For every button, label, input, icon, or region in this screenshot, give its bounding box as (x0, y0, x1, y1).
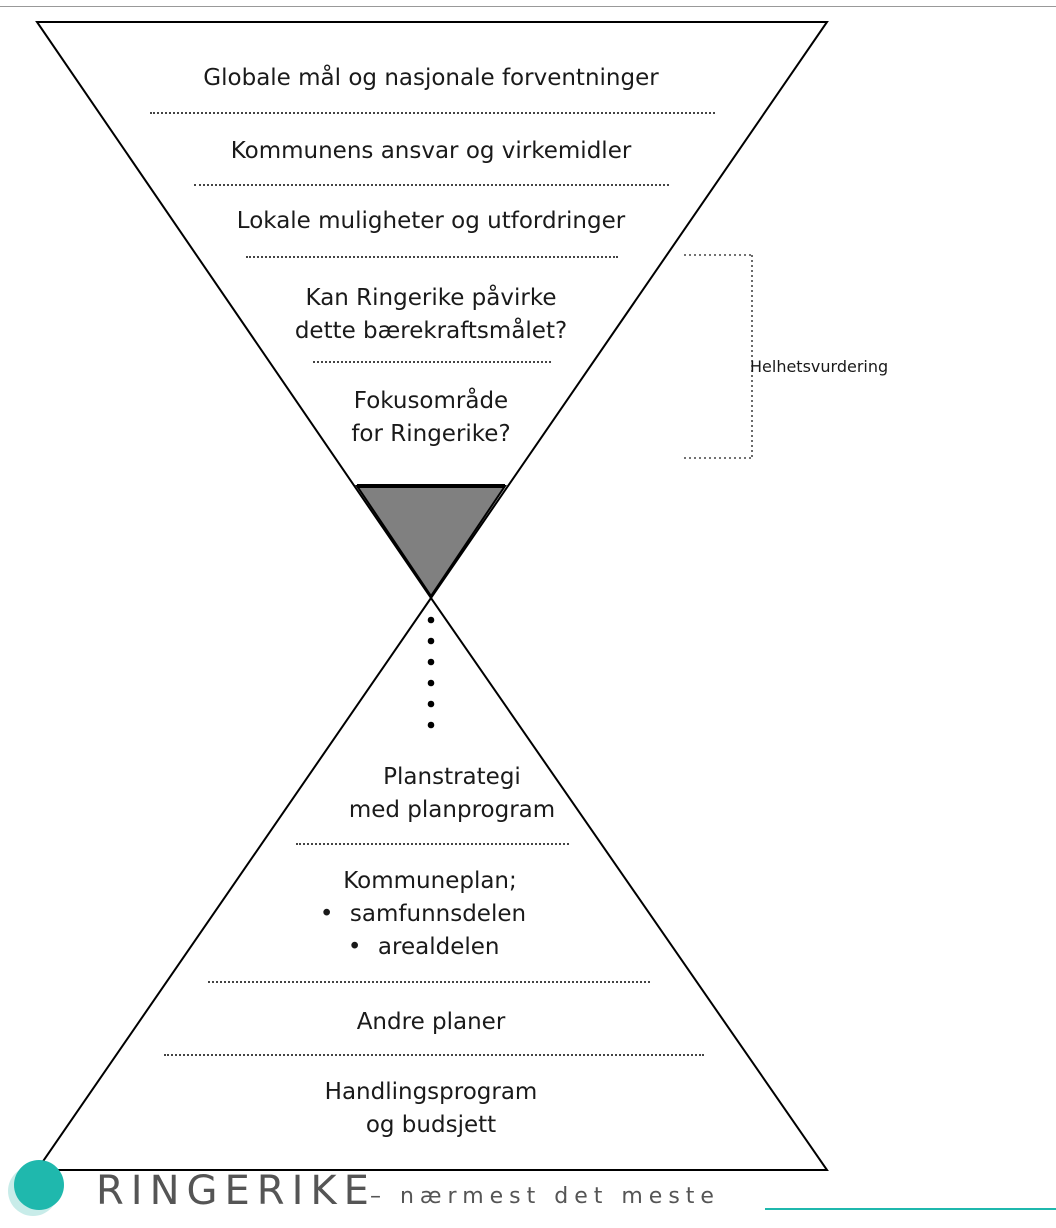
divider (313, 361, 551, 363)
vertical-dot-connector (427, 616, 435, 729)
bullet-arealdelen: arealdelen (348, 931, 526, 964)
connector-dot (427, 616, 435, 624)
ringerike-logo-icon (14, 1160, 64, 1210)
divider (246, 256, 618, 258)
connector-dot (427, 679, 435, 687)
divider (208, 981, 650, 983)
top-level-5: Fokusområde for Ringerike? (351, 388, 511, 447)
bottom-level-1: Planstrategi med planprogram (348, 764, 556, 823)
top-funnel-outline (35, 21, 829, 600)
connector-dot (427, 658, 435, 666)
logo-tagline: – nærmest det meste (370, 1184, 720, 1209)
top-level-3: Lokale muligheter og utfordringer (236, 208, 626, 234)
bracket-label: Helhetsvurdering (750, 357, 889, 376)
divider (164, 1054, 704, 1056)
connector-dot (427, 721, 435, 729)
bullet-samfunnsdelen: samfunnsdelen (320, 898, 526, 931)
divider (194, 184, 669, 186)
divider (150, 112, 715, 114)
helhetsvurdering-bracket (684, 254, 753, 459)
top-level-4: Kan Ringerike påvirke dette bærekraftsmå… (294, 285, 568, 344)
logo-name: RINGERIKE (96, 1168, 376, 1214)
bottom-level-3: Andre planer (356, 1009, 506, 1035)
divider (296, 843, 569, 845)
kommuneplan-bullets: samfunnsdelen arealdelen (334, 898, 526, 964)
top-level-2: Kommunens ansvar og virkemidler (230, 138, 632, 164)
connector-dot (427, 637, 435, 645)
bottom-pyramid-outline (35, 596, 829, 1171)
bottom-level-2: Kommuneplan; samfunnsdelen arealdelen (334, 865, 526, 964)
footer-accent-rule (765, 1208, 1056, 1210)
connector-dot (427, 700, 435, 708)
top-rule (0, 6, 1056, 7)
kommuneplan-title: Kommuneplan; (343, 868, 517, 894)
bottom-level-4: Handlingsprogram og budsjett (324, 1079, 538, 1138)
funnel-tip (355, 485, 507, 598)
top-level-1: Globale mål og nasjonale forventninger (203, 65, 659, 91)
